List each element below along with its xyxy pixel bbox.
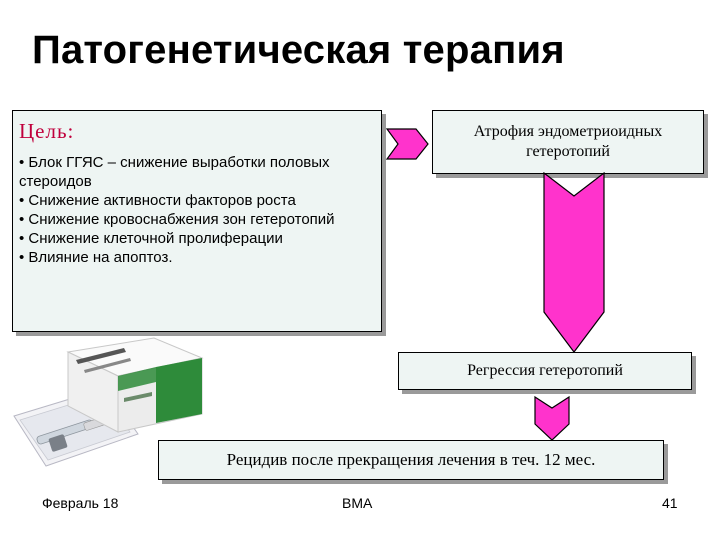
footer-page-number: 41 bbox=[662, 495, 678, 511]
medication-package-image bbox=[13, 337, 204, 467]
footer-center: ВМА bbox=[342, 495, 373, 511]
goal-box: Цель: Блок ГГЯС – снижение выработки пол… bbox=[12, 110, 382, 332]
goal-item: Снижение клеточной пролиферации bbox=[19, 229, 379, 248]
relapse-box: Рецидив после прекращения лечения в теч.… bbox=[158, 440, 664, 480]
footer-date: Февраль 18 bbox=[42, 495, 119, 511]
goal-item: Влияние на апоптоз. bbox=[19, 248, 379, 267]
atrophy-text: Атрофия эндометриоидных гетеротопий bbox=[473, 123, 663, 160]
chevron-right-arrow bbox=[386, 128, 429, 160]
goal-item: Снижение активности факторов роста bbox=[19, 191, 379, 210]
down-arrow-large bbox=[543, 172, 605, 353]
regression-text: Регрессия гетеротопий bbox=[467, 362, 623, 379]
goal-list: Блок ГГЯС – снижение выработки половых с… bbox=[19, 153, 379, 267]
goal-item: Блок ГГЯС – снижение выработки половых с… bbox=[19, 153, 379, 191]
goal-item: Снижение кровоснабжения зон гетеротопий bbox=[19, 210, 379, 229]
slide-title: Патогенетическая терапия bbox=[32, 28, 565, 72]
atrophy-box: Атрофия эндометриоидных гетеротопий bbox=[432, 110, 704, 174]
relapse-text: Рецидив после прекращения лечения в теч.… bbox=[226, 450, 596, 469]
goal-heading: Цель: bbox=[19, 119, 75, 143]
down-arrow-small bbox=[534, 396, 570, 441]
regression-box: Регрессия гетеротопий bbox=[398, 352, 692, 390]
